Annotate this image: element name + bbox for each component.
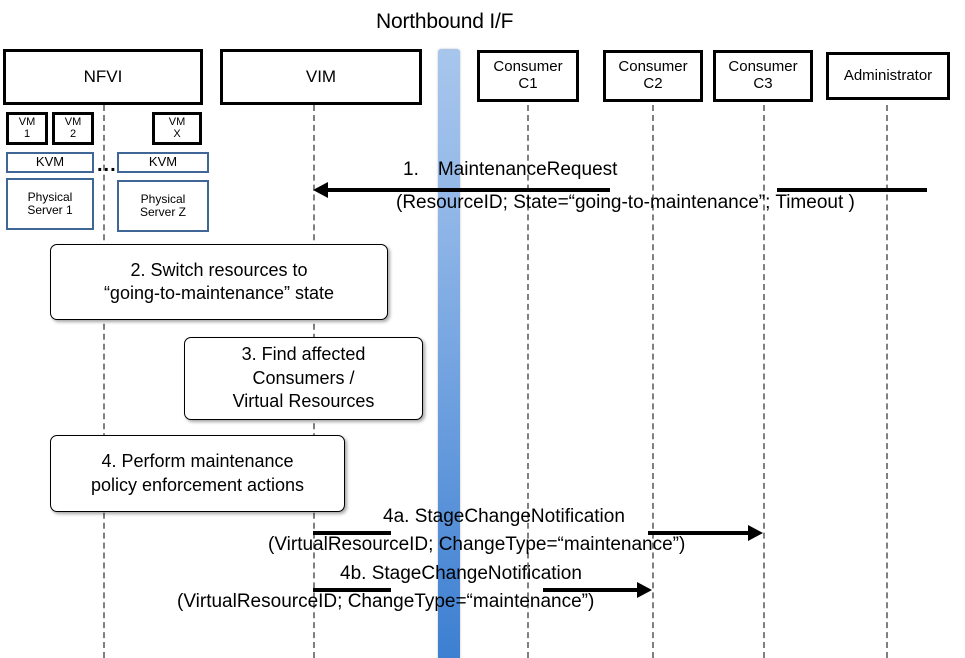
- vm-label-2-line1: VM: [64, 115, 82, 128]
- note-step-3-line1: 3. Find affected: [241, 344, 366, 365]
- message-4a-arrowhead: [748, 525, 763, 541]
- actor-box-consumer-c1[interactable]: Consumer C1: [477, 50, 579, 102]
- note-step-3-line2: Consumers /: [252, 367, 355, 388]
- physical-server-z-line1: Physical: [140, 191, 186, 206]
- message-4a-line-left: [313, 531, 391, 535]
- message-1-arrowhead: [313, 182, 328, 198]
- physical-server-box-1[interactable]: Physical Server 1: [6, 178, 94, 230]
- hypervisor-label-host-z: KVM: [148, 154, 178, 170]
- message-4a-label-line2: (VirtualResourceID; ChangeType=“maintena…: [268, 534, 686, 555]
- diagram-title: Northbound I/F: [376, 10, 514, 33]
- vm-label-2-line2: 2: [69, 127, 77, 140]
- lifeline-consumer-c2: [652, 105, 654, 658]
- vm-label-1-line1: VM: [18, 115, 36, 128]
- message-1-line-right: [777, 188, 927, 192]
- hypervisor-box-host-z[interactable]: KVM: [117, 152, 209, 173]
- message-1-label-line1: 1. MaintenanceRequest: [403, 159, 618, 180]
- northbound-interface-bar: [438, 49, 460, 658]
- message-4b-label-line2: (VirtualResourceID; ChangeType=“maintena…: [177, 591, 595, 612]
- actor-box-consumer-c2[interactable]: Consumer C2: [603, 50, 703, 102]
- physical-server-z-line2: Server Z: [139, 205, 186, 219]
- actor-label-consumer-c3-line1: Consumer: [728, 58, 798, 76]
- actor-label-consumer-c1-line2: C1: [518, 75, 538, 92]
- lifeline-consumer-c3: [763, 105, 765, 658]
- actor-box-nfvi[interactable]: NFVI: [3, 49, 203, 105]
- message-4b-label-line1: 4b. StageChangeNotification: [340, 563, 582, 584]
- vm-label-x-line2: X: [173, 127, 181, 140]
- actor-label-vim: VIM: [305, 67, 337, 87]
- message-1-label-line2: (ResourceID; State=“going-to-maintenance…: [396, 192, 855, 213]
- actor-label-administrator: Administrator: [843, 66, 933, 84]
- lifeline-nfvi: [103, 105, 105, 658]
- physical-server-1-line1: Physical: [27, 189, 73, 204]
- hypervisor-label-host-1: KVM: [35, 154, 65, 170]
- actor-box-vim[interactable]: VIM: [220, 49, 422, 105]
- physical-server-1-line2: Server 1: [27, 203, 73, 217]
- vm-label-x-line1: VM: [168, 115, 186, 128]
- vm-label-1-line2: 1: [23, 127, 31, 140]
- note-box-step-2[interactable]: 2. Switch resources to “going-to-mainten…: [50, 244, 388, 320]
- note-box-step-4[interactable]: 4. Perform maintenance policy enforcemen…: [50, 435, 345, 512]
- vm-box-2[interactable]: VM 2: [52, 112, 94, 145]
- actor-label-consumer-c2-line2: C2: [643, 75, 663, 92]
- vm-box-x[interactable]: VM X: [152, 112, 202, 145]
- actor-label-nfvi: NFVI: [83, 67, 123, 87]
- actor-box-administrator[interactable]: Administrator: [826, 52, 950, 100]
- lifeline-consumer-c1: [527, 105, 529, 658]
- actor-box-consumer-c3[interactable]: Consumer C3: [713, 50, 813, 102]
- hypervisor-box-host-1[interactable]: KVM: [6, 152, 94, 173]
- physical-server-box-z[interactable]: Physical Server Z: [117, 180, 209, 232]
- message-4b-line-right: [543, 588, 638, 592]
- note-box-step-3[interactable]: 3. Find affected Consumers / Virtual Res…: [184, 337, 423, 420]
- message-4a-label-line1: 4a. StageChangeNotification: [383, 506, 625, 527]
- message-1-line-left: [327, 188, 610, 192]
- actor-label-consumer-c1-line1: Consumer: [493, 58, 563, 76]
- lifeline-administrator: [886, 105, 888, 658]
- actor-label-consumer-c3-line2: C3: [753, 75, 773, 92]
- note-step-2-line2: “going-to-maintenance” state: [103, 283, 335, 303]
- message-4b-line-left: [313, 588, 391, 592]
- note-step-3-line3: Virtual Resources: [232, 391, 375, 412]
- hosts-ellipsis: ...: [97, 154, 117, 176]
- vm-box-1[interactable]: VM 1: [6, 112, 48, 145]
- note-step-2-line1: 2. Switch resources to: [130, 259, 308, 280]
- actor-label-consumer-c2-line1: Consumer: [618, 58, 688, 76]
- message-4a-line-right: [648, 531, 749, 535]
- note-step-4-line1: 4. Perform maintenance: [101, 451, 294, 472]
- note-step-4-line2: policy enforcement actions: [90, 474, 305, 495]
- message-4b-arrowhead: [637, 582, 652, 598]
